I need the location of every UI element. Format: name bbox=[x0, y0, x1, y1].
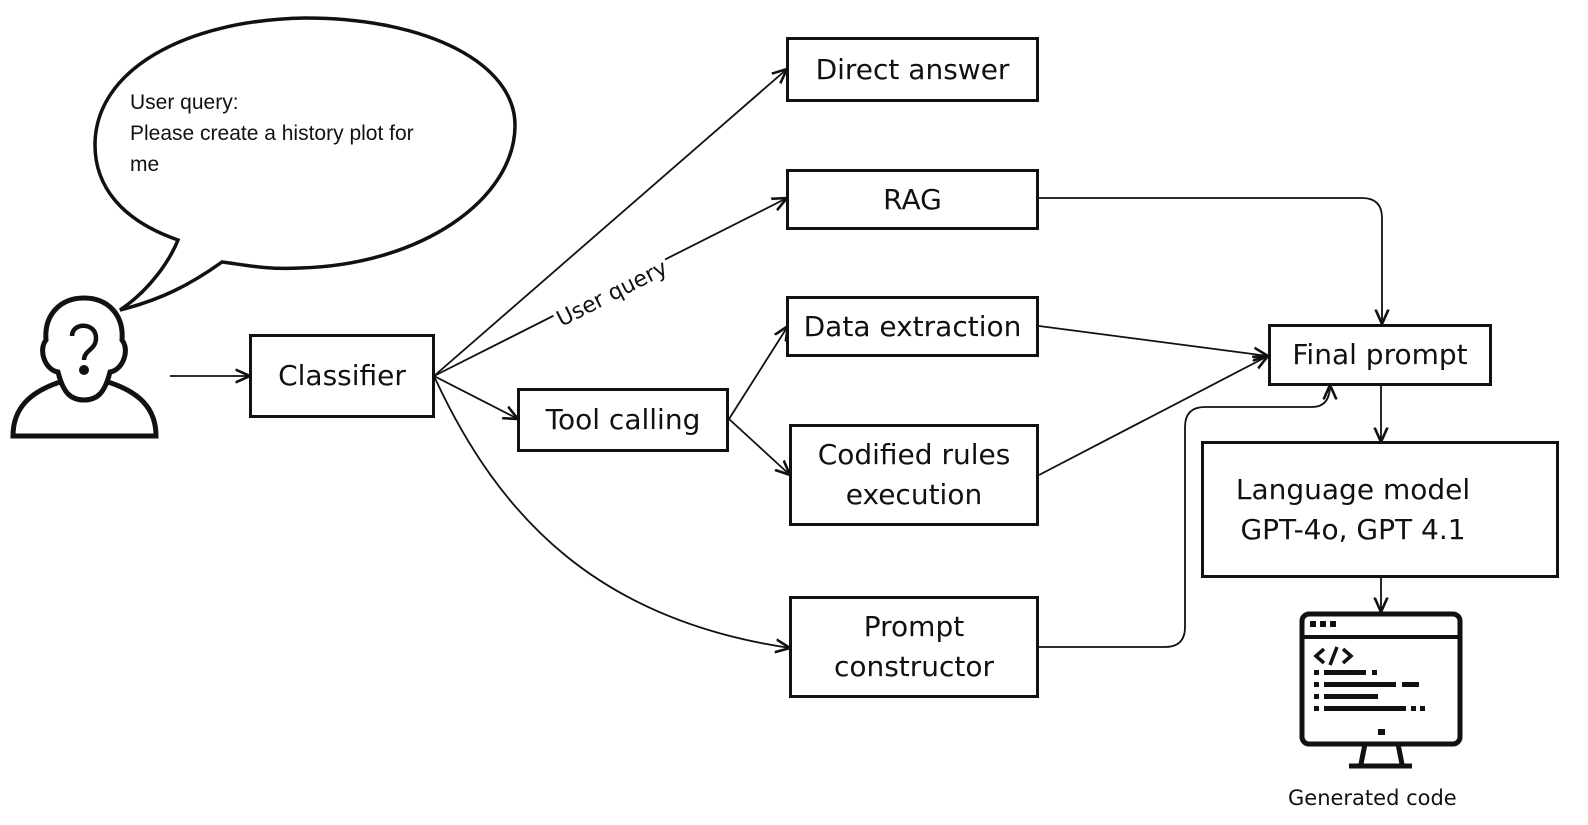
prompt-constructor-label-line-2: constructor bbox=[833, 650, 995, 683]
codified-rules-label-line-2: execution bbox=[845, 478, 983, 511]
arrow-codified-rules-to-final-prompt bbox=[1038, 356, 1268, 476]
arrow-classifier-to-tool-calling bbox=[433, 375, 518, 419]
arrow-tool-to-codified-rules bbox=[728, 418, 790, 475]
codified-rules-label-line-1: Codified rules bbox=[817, 438, 1011, 471]
generated-code-caption: Generated code bbox=[1288, 786, 1457, 810]
direct-answer-node: Direct answer bbox=[786, 37, 1039, 102]
arrow-data-extraction-to-final-prompt bbox=[1038, 325, 1268, 356]
codified-rules-node: Codified rules execution bbox=[789, 424, 1039, 526]
arrow-tool-to-data-extraction bbox=[728, 326, 788, 420]
data-extraction-label: Data extraction bbox=[803, 309, 1022, 343]
classifier-label: Classifier bbox=[278, 359, 406, 392]
language-model-node: Language model GPT-4o, GPT 4.1 bbox=[1201, 441, 1559, 578]
arrow-prompt-constructor-to-final-prompt bbox=[1039, 385, 1330, 648]
direct-answer-label: Direct answer bbox=[815, 52, 1010, 86]
language-model-label-line-2: GPT-4o, GPT 4.1 bbox=[1240, 512, 1466, 546]
user-query-line-2: me bbox=[130, 153, 160, 176]
person-icon bbox=[10, 295, 159, 439]
arrow-classifier-to-prompt-constructor bbox=[433, 375, 790, 648]
language-model-label-line-1: Language model bbox=[1235, 472, 1471, 506]
arrow-rag-to-final-prompt bbox=[1039, 197, 1382, 324]
arrow-classifier-to-direct-answer bbox=[433, 69, 787, 377]
user-query-line-1: Please create a history plot for bbox=[130, 122, 414, 145]
prompt-constructor-node: Prompt constructor bbox=[789, 596, 1039, 698]
tool-calling-label: Tool calling bbox=[545, 403, 701, 436]
monitor-code-icon bbox=[1299, 611, 1463, 769]
prompt-constructor-label-line-1: Prompt bbox=[863, 610, 965, 643]
user-query-title: User query: bbox=[130, 91, 239, 114]
classifier-node: Classifier bbox=[249, 334, 435, 418]
rag-label: RAG bbox=[883, 182, 942, 216]
data-extraction-node: Data extraction bbox=[786, 296, 1039, 357]
rag-node: RAG bbox=[786, 169, 1039, 230]
speech-bubble bbox=[93, 16, 517, 312]
final-prompt-label: Final prompt bbox=[1292, 338, 1468, 371]
tool-calling-node: Tool calling bbox=[517, 388, 729, 452]
final-prompt-node: Final prompt bbox=[1268, 324, 1492, 386]
user-query-bubble-text: User query: Please create a history plot… bbox=[130, 87, 490, 180]
